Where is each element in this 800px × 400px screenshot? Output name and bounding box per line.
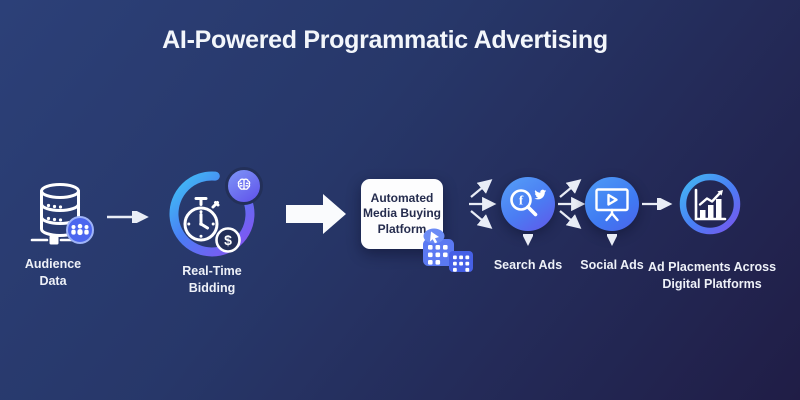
svg-text:f: f — [519, 193, 524, 208]
stopwatch-icon — [183, 197, 220, 242]
fan-arrows-1 — [469, 179, 497, 229]
svg-text:$: $ — [224, 232, 232, 248]
down-arrow-2 — [607, 234, 617, 246]
social-ads-circle — [585, 177, 639, 231]
gradient-ring-icon-2 — [679, 173, 741, 235]
ai-brain-icon — [225, 167, 263, 205]
flow-arrow-1 — [107, 211, 149, 223]
page-title: AI-Powered Programmatic Advertising — [162, 26, 608, 54]
social-ads-label: Social Ads — [580, 258, 644, 272]
ad-placements-label: Ad Placments Across Digital Platforms — [647, 260, 777, 291]
flow-arrow-2 — [642, 198, 673, 210]
real-time-bidding-label: Real-Time Bidding — [182, 264, 242, 295]
platform-label: Automated Media Buying Platform — [363, 190, 442, 236]
search-ads-circle: f — [501, 177, 555, 231]
search-facebook-icon: f — [510, 189, 547, 217]
search-ads-label: Search Ads — [493, 258, 563, 272]
audience-people-icon — [66, 216, 94, 244]
audience-data-label: Audience Data — [24, 257, 82, 288]
grid-cursor-icon — [423, 228, 473, 272]
fan-arrows-2 — [558, 179, 586, 229]
twitter-bird-icon — [534, 189, 547, 200]
bar-chart-growth-icon — [694, 188, 727, 221]
block-arrow-icon — [286, 194, 346, 234]
dollar-badge-icon: $ — [215, 227, 241, 253]
presentation-play-icon — [595, 188, 629, 222]
gradient-ring-icon — [169, 171, 255, 257]
down-arrow-1 — [523, 234, 533, 246]
